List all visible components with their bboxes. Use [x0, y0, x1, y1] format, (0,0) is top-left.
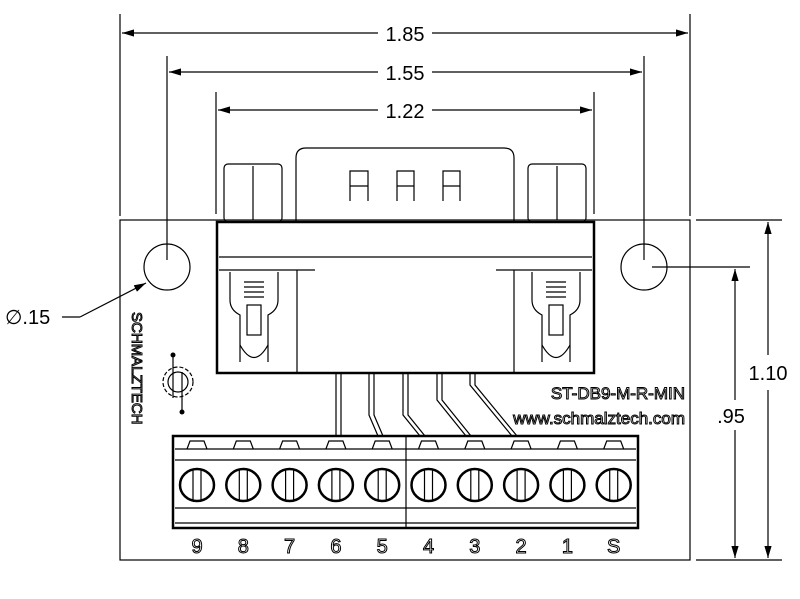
terminal-screw: [178, 440, 216, 503]
terminal-screw: [595, 440, 632, 503]
hex-nut-right: [527, 163, 587, 223]
dimension-overall-width: 1.85: [122, 24, 688, 46]
terminal-screw: [502, 440, 540, 503]
lockpost-left: [229, 272, 279, 362]
connector-shell: [295, 147, 515, 222]
dimension-overall-height: 1.10: [749, 222, 788, 558]
pcb-board-outline: [119, 219, 691, 561]
terminal-screw: [271, 440, 308, 503]
dim-label-1-22: 1.22: [386, 101, 425, 123]
connector-flange: [215, 220, 596, 375]
terminal-screw: [317, 440, 355, 503]
terminal-label: 8: [238, 536, 249, 558]
dim-label-1-85: 1.85: [386, 24, 425, 46]
dimension-connector-width: 1.22: [218, 101, 592, 123]
terminal-label: S: [607, 536, 620, 558]
mounting-hole-right: [620, 243, 668, 291]
dim-label-0-95: .95: [717, 406, 745, 428]
terminal-label: 2: [516, 536, 527, 558]
dimension-hole-spacing: 1.55: [169, 63, 642, 85]
extension-lines: [119, 14, 782, 561]
terminal-block: 9 8 7 6 5 4 3 2 1 S: [171, 434, 640, 559]
pcb-traces: [335, 373, 518, 437]
part-number-label: ST-DB9-M-R-MIN: [551, 384, 685, 403]
terminal-screw: [549, 440, 586, 503]
brand-vertical-label: SCHMALZTECH: [128, 312, 145, 425]
db9-connector: [215, 147, 596, 375]
dim-label-1-55: 1.55: [386, 63, 425, 85]
terminal-label: 3: [469, 536, 480, 558]
terminal-label: 1: [562, 536, 573, 558]
dimension-hole-diameter: ∅.15: [5, 282, 147, 329]
terminal-label: 5: [377, 536, 388, 558]
dimension-hole-height: .95: [717, 269, 745, 558]
terminal-label: 6: [330, 536, 341, 558]
mounting-hole-left: [143, 243, 191, 291]
terminal-label: 4: [423, 536, 434, 558]
dim-label-diameter: ∅.15: [5, 307, 50, 329]
lockpost-right: [531, 272, 581, 362]
terminal-screw: [456, 440, 494, 503]
terminal-screw: [363, 440, 401, 503]
hex-nut-left: [223, 163, 283, 223]
pin-slots: [349, 170, 461, 201]
terminal-screw: [225, 440, 262, 503]
terminal-label: 9: [191, 536, 202, 558]
terminal-screw: [410, 440, 447, 503]
website-label: www.schmalztech.com: [512, 409, 685, 428]
terminal-label: 7: [284, 536, 295, 558]
gear-logo-icon: [162, 352, 194, 415]
dim-label-1-10: 1.10: [749, 363, 788, 385]
